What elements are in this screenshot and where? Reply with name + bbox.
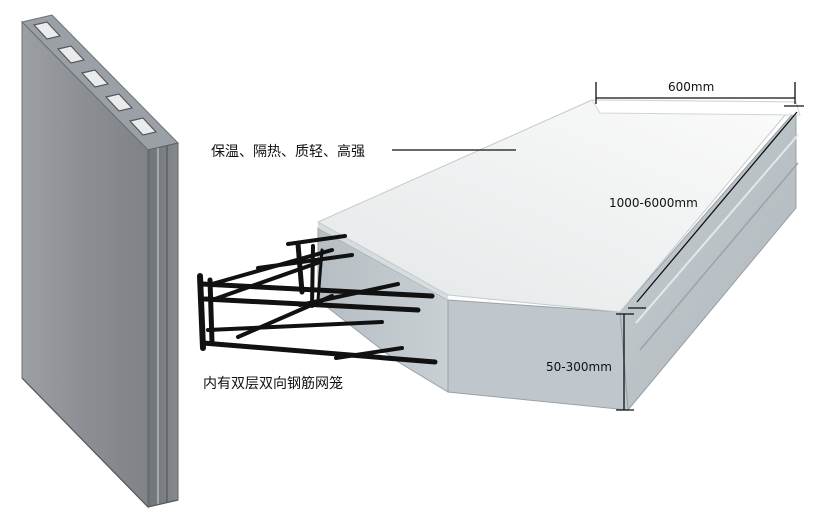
hollow-core-4 <box>104 93 134 112</box>
hollow-core-5 <box>128 117 158 136</box>
slab-panel-icon <box>316 99 801 412</box>
rebar-bar <box>197 273 206 351</box>
width-label: 600mm <box>668 80 715 94</box>
slab-front-face <box>447 299 629 411</box>
length-label: 1000-6000mm <box>609 196 698 210</box>
rebar-bar <box>200 340 438 365</box>
slab-cut-edge <box>318 222 448 300</box>
hollow-core-1 <box>32 21 62 40</box>
feature-label: 保温、隔热、质轻、高强 <box>211 144 365 160</box>
rebar-bar <box>206 320 384 332</box>
rebar-bar <box>199 281 435 299</box>
thickness-label: 50-300mm <box>546 360 612 374</box>
rebar-bar <box>316 248 324 302</box>
rebar-bar <box>310 244 315 308</box>
rebar-bar <box>295 241 305 295</box>
slab-back-groove <box>591 99 801 116</box>
rebar-bar <box>207 277 215 345</box>
dimension-lines <box>392 82 804 411</box>
rebar-cage-label: 内有双层双向钢筋网笼 <box>203 376 343 392</box>
hollow-core-2 <box>56 45 86 64</box>
rebar-cage-icon <box>197 234 438 365</box>
standing-hollow-panel-icon <box>21 14 179 509</box>
length-dimension-line <box>636 111 798 303</box>
slab-top-face <box>316 99 798 313</box>
rebar-bar <box>256 253 354 270</box>
hollow-cores <box>32 21 158 136</box>
rebar-bar <box>298 282 400 307</box>
rebar-bar <box>334 346 404 360</box>
hollow-core-3 <box>80 69 110 88</box>
